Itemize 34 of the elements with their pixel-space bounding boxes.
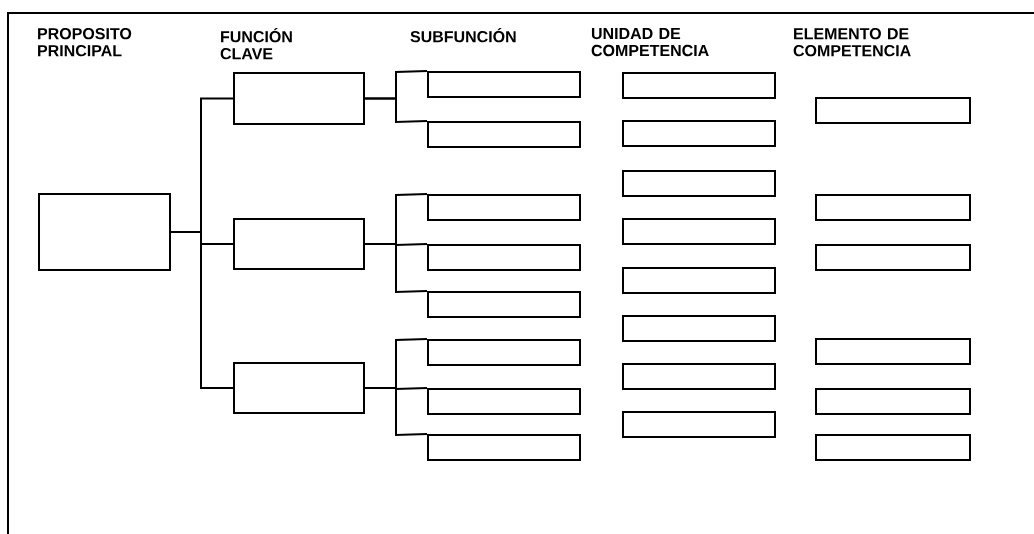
connector-line (364, 387, 428, 437)
empty-box (427, 388, 581, 415)
connector-line (364, 243, 428, 294)
empty-box (622, 363, 776, 390)
empty-box (38, 193, 171, 271)
empty-box (233, 362, 365, 414)
empty-box (427, 194, 581, 221)
empty-box (815, 388, 971, 415)
empty-box (622, 120, 776, 147)
empty-box (815, 338, 971, 365)
empty-box (622, 267, 776, 294)
connector-line (364, 97, 428, 124)
empty-box (427, 121, 581, 148)
empty-box (622, 72, 776, 99)
empty-box (815, 244, 971, 271)
empty-box (622, 170, 776, 197)
column-heading: ELEMENTO DE COMPETENCIA (793, 28, 911, 57)
empty-box (815, 97, 971, 124)
empty-box (427, 339, 581, 366)
empty-box (622, 411, 776, 438)
empty-box (233, 72, 365, 125)
column-heading: PROPOSITO PRINCIPAL (38, 28, 132, 57)
empty-box (622, 218, 776, 245)
empty-box (427, 434, 581, 461)
empty-box (233, 218, 365, 270)
empty-box (815, 434, 971, 461)
empty-box (427, 291, 581, 318)
connector-line (170, 231, 234, 389)
column-heading: SUBFUNCIÓN (410, 28, 516, 43)
empty-box (427, 71, 581, 98)
column-heading: UNIDAD DE COMPETENCIA (591, 28, 709, 57)
empty-box (622, 315, 776, 342)
empty-box (427, 244, 581, 271)
empty-box (815, 194, 971, 221)
